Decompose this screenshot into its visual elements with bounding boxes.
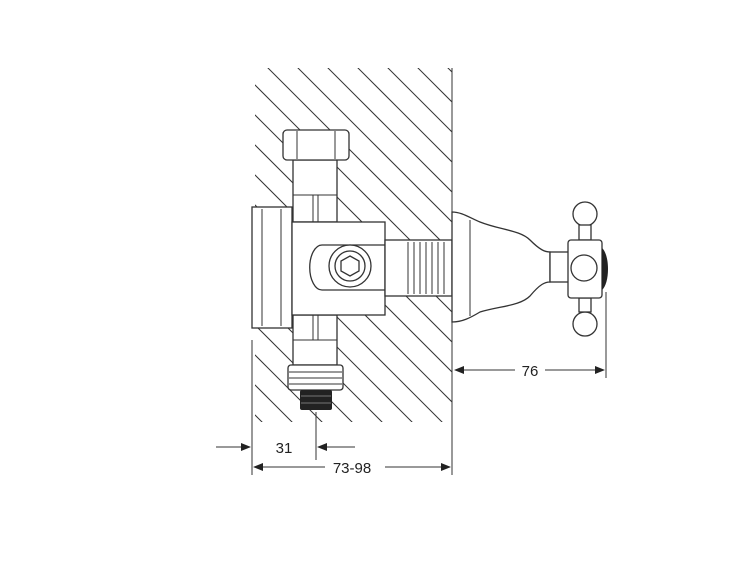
hatch-line [327,68,452,193]
hatch-line [387,68,452,133]
dimension-label-73-98: 73-98 [333,460,371,477]
hatch-line [255,294,383,422]
hatch-line [255,264,413,422]
top-inlet-pipe [292,159,338,223]
rear-cap [251,206,293,329]
handle-arm-top [578,224,592,241]
hex-socket-icon [340,255,360,277]
valve-body [251,129,453,410]
hatch-line [510,40,750,460]
dimension-76: 76 [454,292,607,380]
hatch-line [297,68,452,223]
dimension-label-76: 76 [522,363,539,380]
hatch-line [255,384,293,422]
handle-cap [602,248,608,290]
dimension-label-31: 31 [276,440,293,457]
sleeve-ribs [407,242,445,294]
escutcheon [451,211,551,323]
dimension-73-98: 73-98 [253,460,451,477]
handle-assembly [451,201,608,337]
handle-knob-top [572,201,598,227]
outlet-thread [300,390,332,410]
handle-arm-bottom [578,297,592,313]
spindle-sleeve [384,239,453,297]
dimension-31: 31 [216,340,355,475]
hatch-line [0,40,270,460]
top-inlet-nut [282,129,350,161]
handle-hub-circle [570,254,598,282]
handle-stem [549,251,571,283]
hatch-line [357,68,452,163]
handle-knob-bottom [572,311,598,337]
